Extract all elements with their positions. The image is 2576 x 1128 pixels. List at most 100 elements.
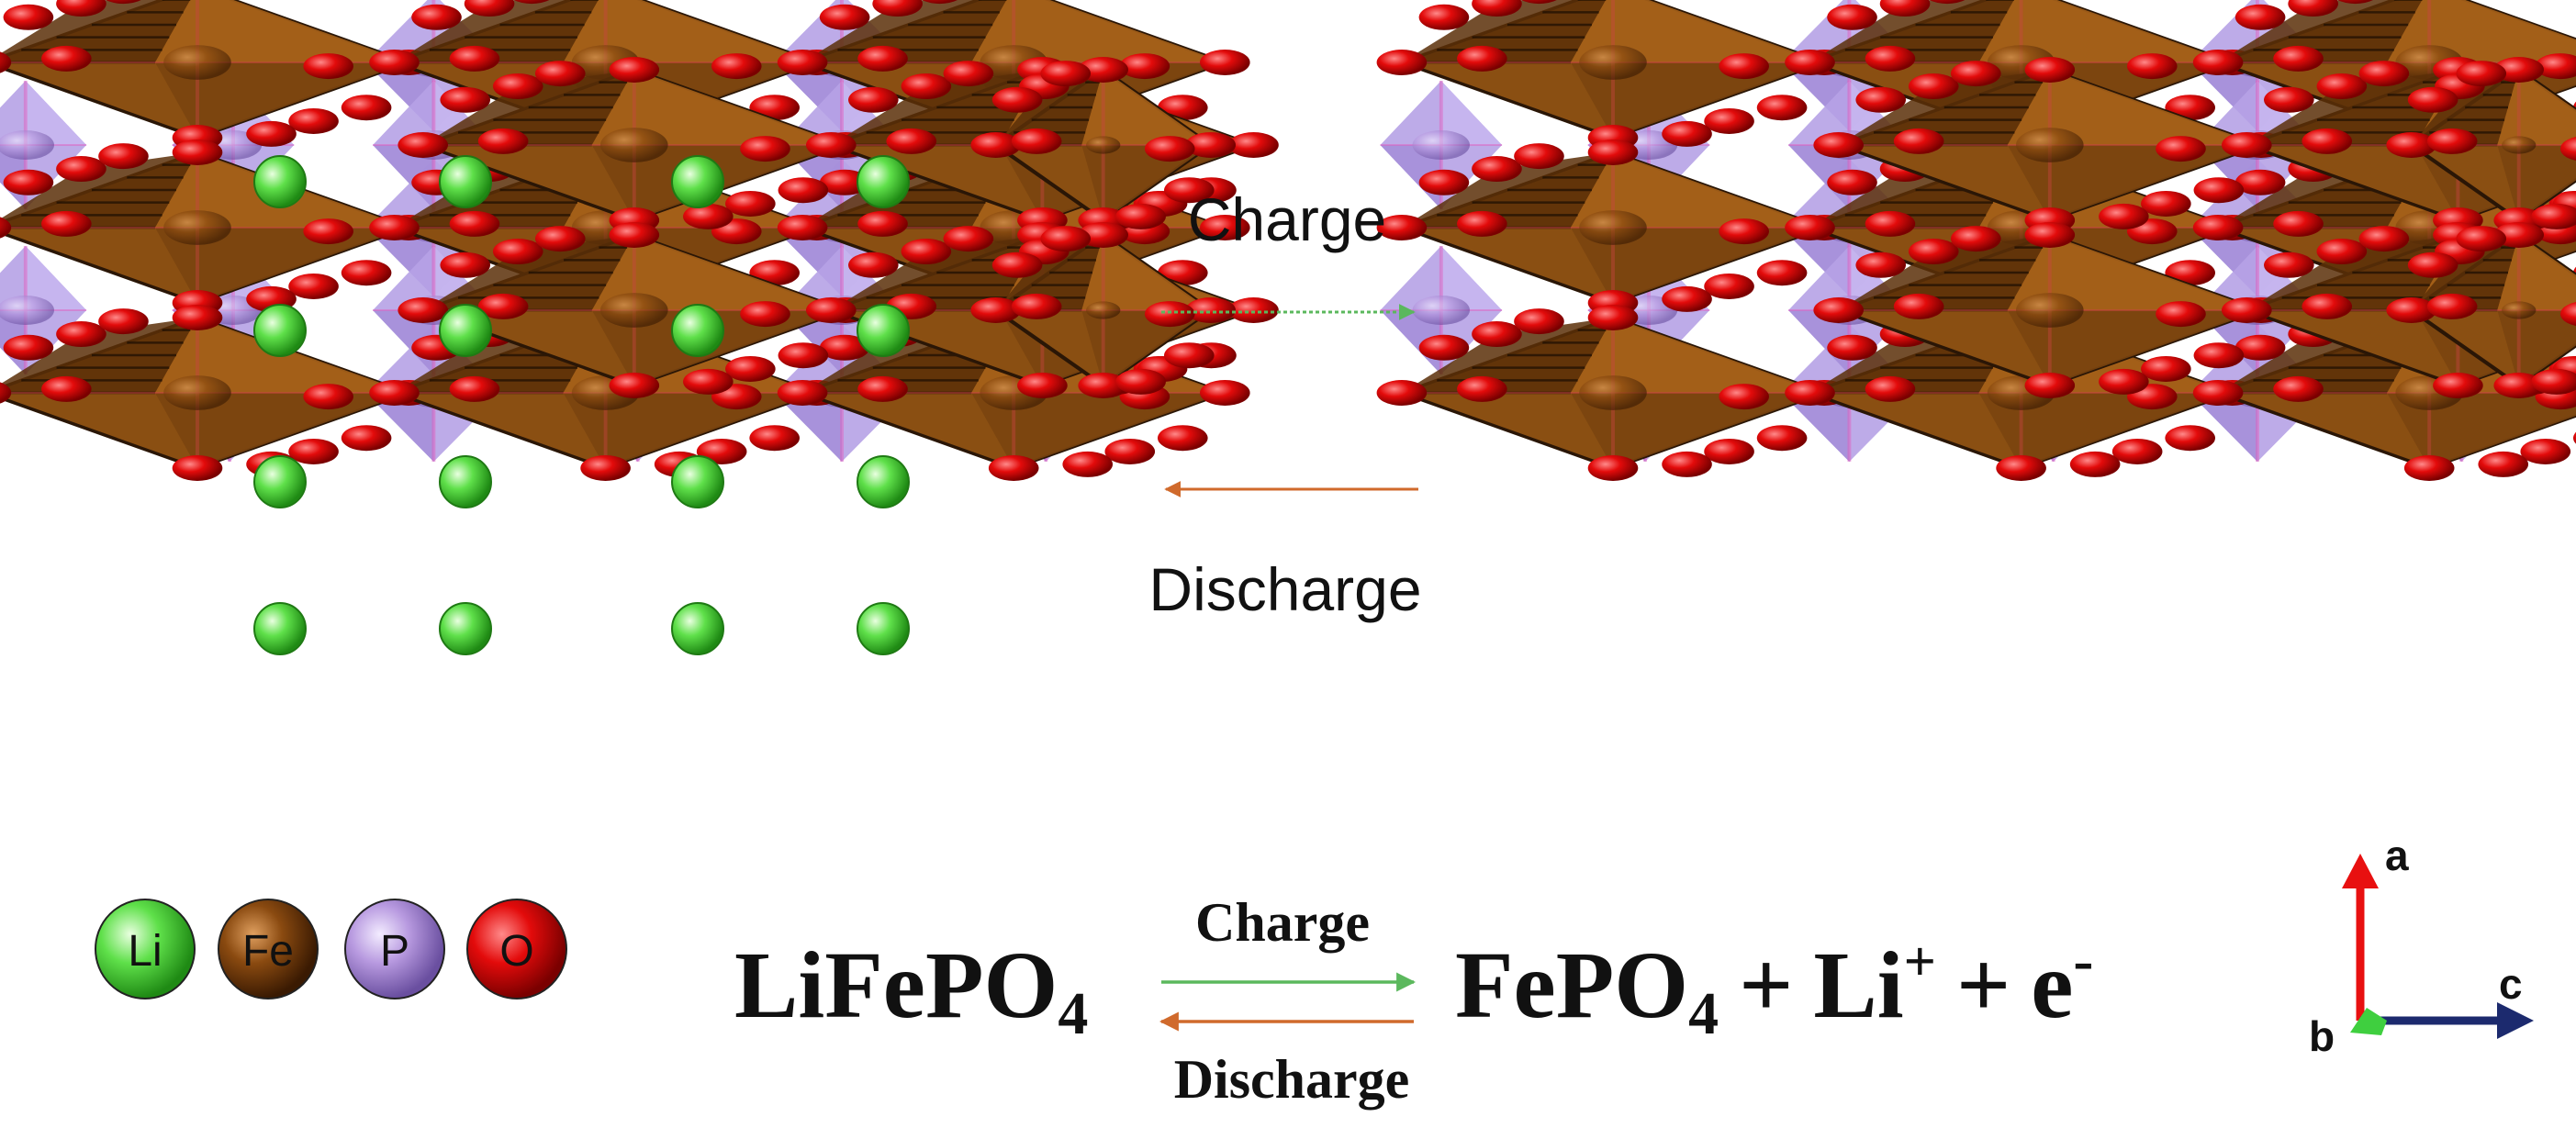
oxygen-atom	[1200, 215, 1250, 240]
oxygen-atom	[1200, 380, 1250, 406]
legend-item-o: O	[466, 899, 567, 1000]
oxygen-atom	[991, 86, 1043, 113]
oxygen-atom	[440, 86, 491, 113]
oxygen-atom	[1950, 226, 2001, 252]
oxygen-atom	[1078, 57, 1128, 83]
oxygen-atom	[1879, 0, 1931, 17]
fe-octahedron	[1813, 222, 2287, 398]
oxygen-atom	[1704, 438, 1754, 464]
oxygen-atom	[369, 380, 420, 406]
oxygen-atom	[2192, 215, 2244, 240]
oxygen-atom	[819, 4, 870, 30]
oxygen-atom	[943, 226, 994, 252]
oxygen-atom	[2192, 50, 2244, 75]
oxygen-atom	[2273, 210, 2324, 237]
oxygen-atom	[2493, 57, 2544, 83]
oxygen-atom	[440, 251, 491, 278]
oxygen-atom	[398, 297, 448, 323]
oxygen-atom	[1104, 438, 1156, 464]
oxygen-atom	[1908, 73, 1959, 100]
products-formula: FePO4+Li++e-	[1455, 927, 2093, 1047]
oxygen-atom	[2234, 169, 2286, 195]
oxygen-atom	[2111, 438, 2163, 464]
oxygen-atom	[477, 293, 529, 319]
oxygen-atom	[341, 260, 392, 286]
oxygen-atom	[2559, 137, 2576, 162]
oxygen-atom	[1376, 50, 1428, 75]
oxygen-atom	[41, 45, 92, 72]
oxygen-atom	[1144, 136, 1195, 162]
oxygen-atom	[2493, 373, 2544, 398]
oxygen-atom	[1228, 132, 1279, 158]
fe-octahedron	[970, 57, 1236, 233]
oxygen-atom	[1472, 321, 1522, 348]
oxygen-atom	[341, 425, 392, 452]
oxygen-atom	[819, 334, 870, 361]
legend-item-fe: Fe	[218, 899, 319, 1000]
lithium-atom	[857, 155, 910, 208]
oxygen-atom	[2024, 373, 2076, 398]
oxygen-atom	[872, 0, 923, 17]
oxygen-atom	[1704, 107, 1754, 134]
oxygen-atom	[2559, 302, 2576, 327]
lifepo4-crystal-structure	[0, 0, 1279, 655]
oxygen-atom	[288, 273, 339, 299]
oxygen-atom	[778, 342, 829, 369]
oxygen-atom	[2165, 425, 2215, 452]
oxygen-atom	[2156, 301, 2206, 328]
axis-a-arrowhead	[2342, 854, 2379, 888]
fe-octahedron	[1376, 140, 1850, 316]
oxygen-atom	[2426, 128, 2478, 154]
oxygen-atom	[2386, 297, 2436, 323]
axis-c-label: c	[2499, 960, 2523, 1008]
oxygen-atom	[2358, 61, 2410, 87]
oxygen-atom	[464, 0, 515, 17]
oxygen-atom	[411, 4, 462, 30]
oxygen-atom	[513, 0, 550, 5]
oxygen-atom	[398, 132, 448, 158]
oxygen-atom	[901, 239, 952, 265]
oxygen-atom	[0, 382, 12, 404]
legend-p-ball	[344, 899, 445, 1000]
oxygen-atom	[449, 375, 500, 402]
oxygen-atom	[857, 375, 908, 402]
oxygen-atom	[740, 136, 790, 162]
oxygen-atom	[1472, 156, 1522, 183]
oxygen-atom	[2302, 293, 2353, 319]
oxygen-atom	[1115, 368, 1166, 395]
oxygen-atom	[3, 169, 54, 195]
equation-discharge-label: Discharge	[1174, 1049, 1410, 1110]
oxygen-atom	[1756, 95, 1808, 121]
oxygen-atom	[3, 334, 54, 361]
oxygen-atom	[2024, 222, 2076, 248]
oxygen-atom	[2456, 61, 2507, 87]
oxygen-atom	[580, 455, 631, 481]
oxygen-atom	[609, 373, 660, 398]
charge-label-top: Charge	[1188, 185, 1386, 253]
oxygen-atom	[2264, 86, 2314, 113]
oxygen-atom	[56, 0, 106, 17]
oxygen-atom	[172, 305, 223, 330]
oxygen-atom	[1813, 132, 1864, 158]
oxygen-atom	[1893, 128, 1944, 154]
oxygen-atom	[3, 4, 54, 30]
oxygen-atom	[2535, 53, 2576, 80]
oxygen-atom	[56, 321, 106, 348]
oxygen-atom	[1457, 210, 1507, 237]
oxygen-atom	[1719, 53, 1769, 80]
oxygen-atom	[1908, 239, 1959, 265]
oxygen-atom	[1200, 50, 1250, 75]
oxygen-atom	[1950, 61, 2001, 87]
oxygen-atom	[56, 156, 106, 183]
lithium-atom	[253, 602, 307, 655]
oxygen-atom	[2520, 438, 2571, 464]
reaction-equation: LiFePO4 Charge Discharge FePO4+Li++e-	[734, 892, 2093, 1110]
oxygen-atom	[1855, 86, 1907, 113]
lithium-atom	[253, 304, 307, 357]
fe-octahedron	[0, 305, 434, 481]
oxygen-atom	[1164, 177, 1215, 204]
oxygen-atom	[725, 190, 776, 217]
oxygen-atom	[369, 215, 420, 240]
oxygen-atom	[303, 384, 353, 410]
oxygen-atom	[1472, 0, 1522, 17]
